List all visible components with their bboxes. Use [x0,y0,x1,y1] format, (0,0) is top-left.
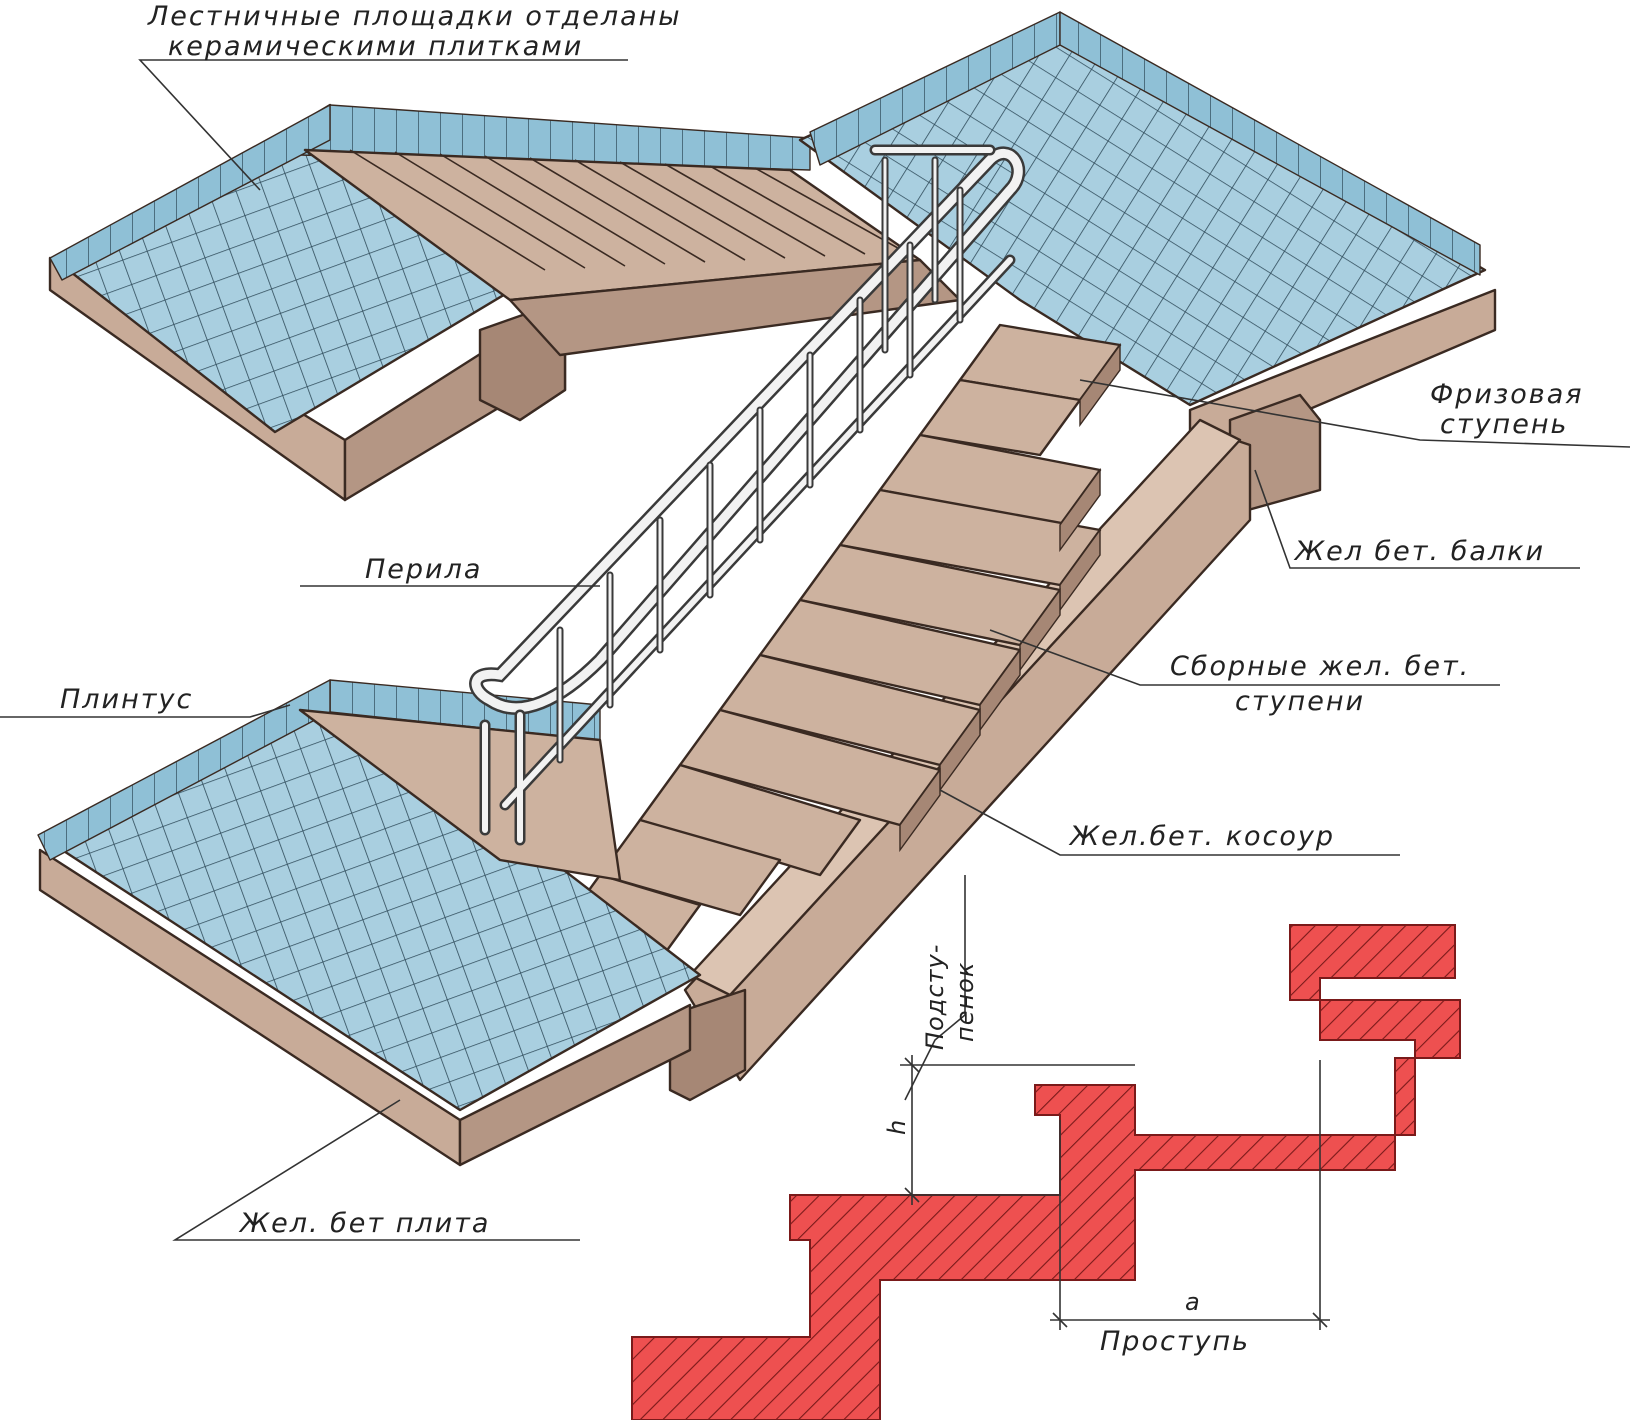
label-plinth: Плинтус [60,684,193,715]
label-frieze-line2: ступень [1440,409,1568,440]
label-landings-line1: Лестничные площадки отделаны [147,1,682,32]
leader-lines [0,59,1631,1241]
label-landings-line2: керамическими плитками [168,31,583,62]
label-precast-line1: Сборные жел. бет. [1170,651,1470,682]
label-riser-line1: Подсту- [921,944,949,1050]
main-flight-risers [899,342,1121,853]
leader-plinth [0,704,291,718]
leader-precast [989,629,1500,686]
lower-left-landing [37,679,702,1167]
leader-beams [1254,469,1580,569]
dimension-lines [900,1055,1330,1330]
label-riser-line2: пенок [951,962,979,1042]
lower-flight-start [298,708,622,882]
upper-right-baseboard-right [1059,11,1481,276]
label-frieze-line1: Фризовая [1430,379,1584,410]
label-tread-symbol: a [1185,1288,1201,1316]
label-rc-slab: Жел. бет плита [238,1208,490,1239]
upper-left-landing [48,103,962,502]
leader-slab [172,1099,580,1241]
lower-left-slab-side [458,1003,692,1167]
label-rc-stringer: Жел.бет. косоур [1068,821,1335,852]
leader-stringer [939,789,1400,856]
railing [469,144,1026,846]
leader-riser [904,875,966,1101]
upper-left-baseboard-left [49,104,331,281]
leader-frieze [1079,379,1631,448]
label-precast-line2: ступени [1235,686,1365,717]
label-rc-beams: Жел бет. балки [1293,536,1545,567]
labels: Лестничные площадки отделаны керамически… [60,1,1584,1357]
upper-flight-step-lines [349,149,906,271]
label-riser-symbol: h [883,1119,911,1135]
label-tread: Проступь [1100,1326,1250,1357]
step-cross-section [631,924,1461,1420]
leader-landings [138,59,628,191]
label-railing: Перила [365,554,482,585]
